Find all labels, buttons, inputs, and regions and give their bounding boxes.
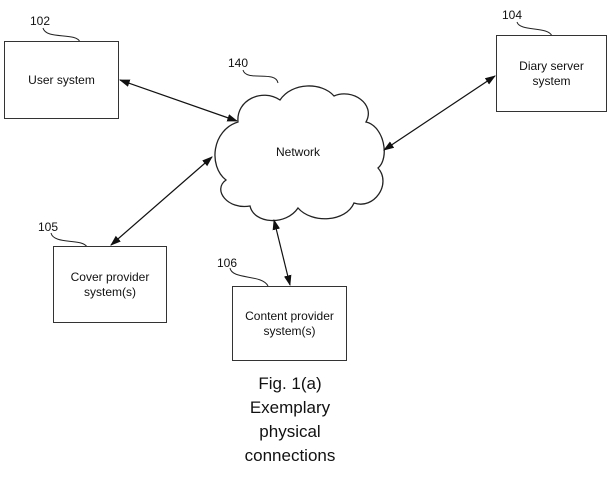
network-label: Network [276,145,321,159]
connection-cover-network [110,156,213,246]
cover-provider-box: Cover provider system(s) [53,246,167,323]
leader-106 [229,267,269,287]
ref-105: 105 [38,220,59,234]
diary-server-label-line2: system [532,73,571,88]
diary-server-label-line1: Diary server [519,58,584,73]
cover-provider-label-line2: system(s) [83,284,136,299]
connection-diary-network [383,75,496,151]
figure-caption: Fig. 1(a) Exemplary physical connections [220,372,360,468]
ref-102: 102 [30,14,51,28]
leader-104 [516,21,553,37]
caption-line-1: Fig. 1(a) [258,374,322,393]
ref-104: 104 [502,8,523,22]
diary-server-box: Diary server system [496,35,607,112]
content-provider-label-line1: Content provider [245,308,334,323]
cover-provider-label-line1: Cover provider [70,269,150,284]
content-provider-label-line2: system(s) [263,323,316,338]
ref-106: 106 [217,256,238,270]
connection-content-network [272,218,292,287]
caption-line-3: physical [259,422,321,441]
user-system-box: User system [4,41,119,119]
caption-line-2: Exemplary [249,398,331,417]
content-provider-box: Content provider system(s) [232,286,347,361]
network-cloud [214,85,385,222]
leader-102 [42,27,81,43]
leader-105 [50,232,88,248]
ref-140: 140 [228,56,249,70]
connection-user-network [118,79,239,122]
leader-140 [242,69,279,84]
user-system-label: User system [28,72,95,87]
caption-line-4: connections [244,446,336,465]
